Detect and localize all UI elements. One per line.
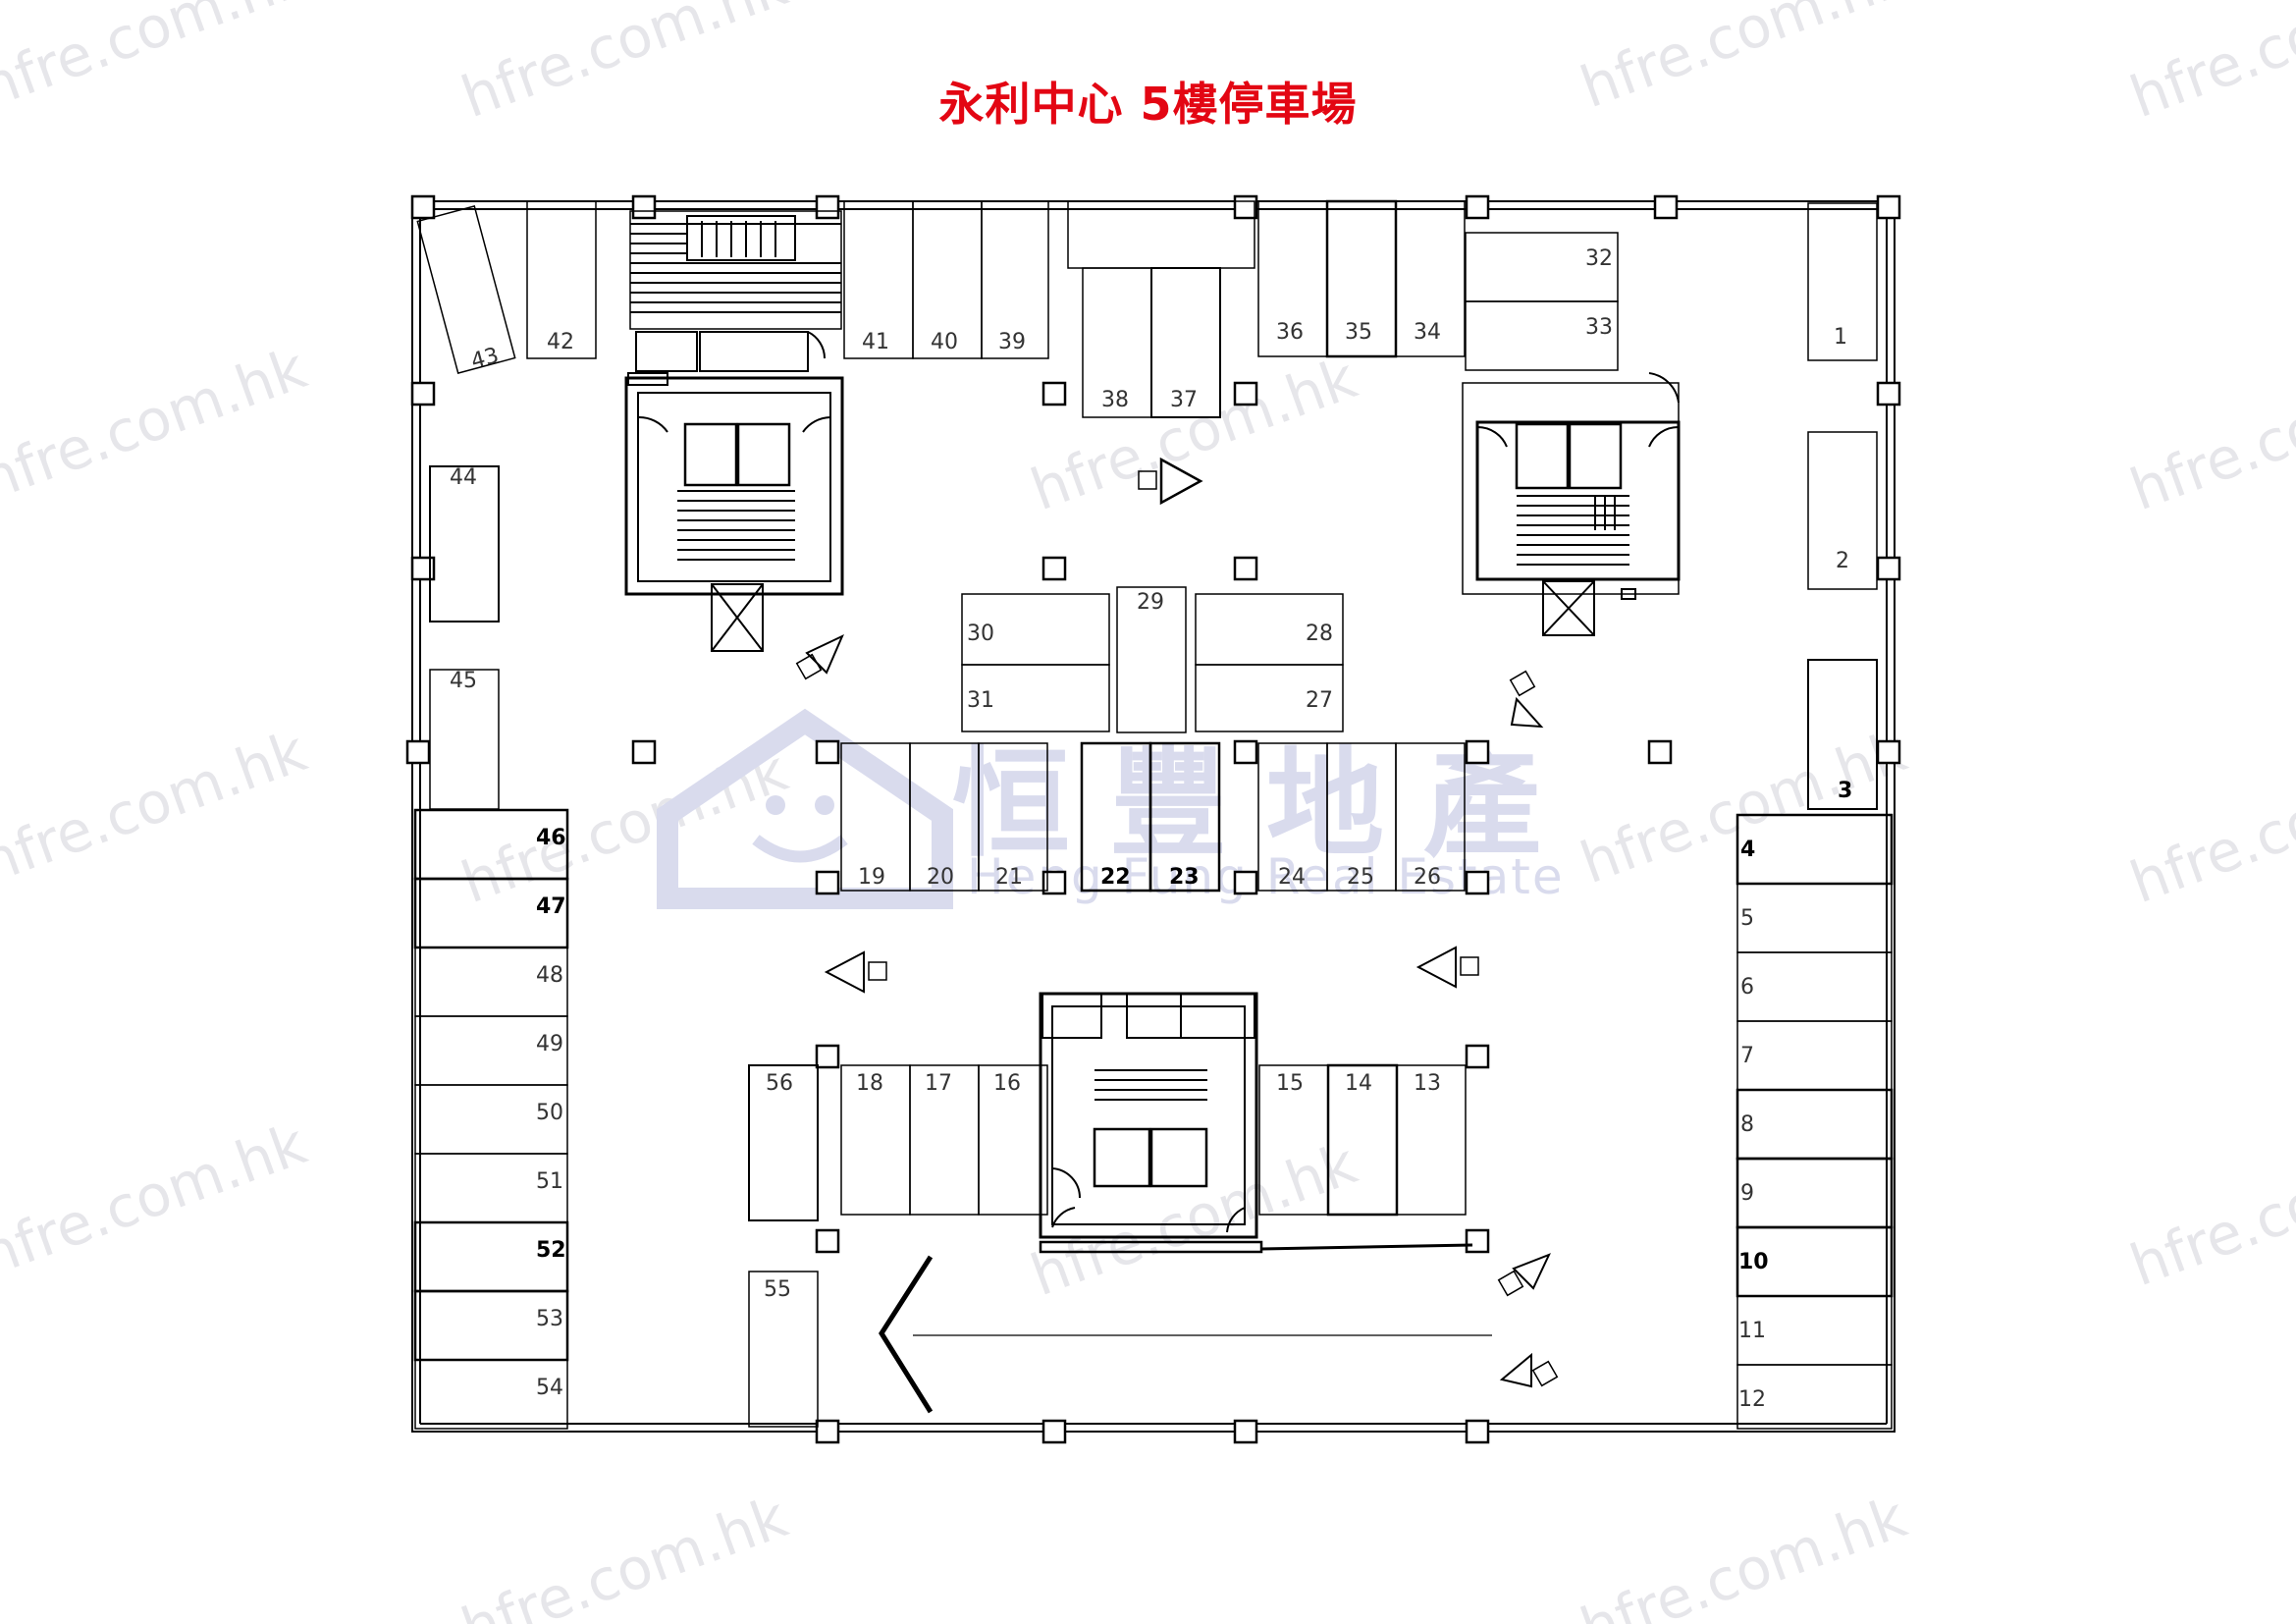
space-label: 31 — [967, 688, 994, 713]
space-label: 10 — [1738, 1250, 1769, 1274]
space-label: 38 — [1101, 388, 1129, 412]
watermark-text: hfre.com.hk — [1573, 1484, 1915, 1624]
space-label: 48 — [536, 963, 563, 988]
watermark-text: hfre.com.hk — [0, 335, 315, 514]
space-label: 27 — [1306, 688, 1333, 713]
space-label: 15 — [1276, 1071, 1304, 1096]
watermark-text: hfre.com.hk — [454, 0, 796, 131]
space-label: 33 — [1585, 315, 1613, 340]
arrow-up-right-icon — [1512, 1253, 1551, 1290]
left-lift-core — [624, 372, 844, 652]
space-label: 30 — [967, 622, 994, 646]
space-label: 1 — [1834, 325, 1847, 350]
space-label: 26 — [1414, 865, 1441, 890]
arrow-down-left-icon — [1499, 1352, 1532, 1388]
exit-arrow-icon — [879, 1255, 934, 1414]
house-logo-icon — [657, 708, 953, 909]
space-label: 23 — [1169, 865, 1200, 890]
space-label: 44 — [450, 465, 477, 490]
space-label: 46 — [536, 826, 566, 850]
space-label: 25 — [1347, 865, 1374, 890]
watermark-text: hfre.com.hk — [0, 718, 315, 897]
space-label: 53 — [536, 1307, 563, 1331]
watermark-text: hfre.com.hk — [1023, 1130, 1365, 1310]
watermark-text: hfre.com.hk — [2122, 345, 2296, 524]
space-label: 32 — [1585, 246, 1613, 271]
space-label: 50 — [536, 1101, 563, 1125]
space-label: 49 — [536, 1032, 563, 1056]
space-label: 13 — [1414, 1071, 1441, 1096]
arrow-left-icon — [1415, 946, 1457, 989]
watermark-text: hfre.com.hk — [2122, 1120, 2296, 1300]
space-label: 4 — [1740, 838, 1755, 862]
page-title: 永利中心 5樓停車場 — [938, 78, 1358, 131]
arrow-right-icon — [1159, 457, 1203, 506]
right-lift-core — [1462, 372, 1681, 636]
watermark-text: hfre.com.hk — [1573, 0, 1915, 121]
space-label: 5 — [1740, 906, 1754, 931]
traffic-arrows — [795, 457, 1559, 1414]
space-label: 43 — [468, 344, 502, 374]
structural-columns — [405, 194, 1901, 1444]
space-label: 54 — [536, 1376, 563, 1400]
parking-bays — [413, 199, 1894, 1430]
watermark-text: hfre.com.hk — [2122, 737, 2296, 917]
space-label: 16 — [993, 1071, 1021, 1096]
space-label: 9 — [1740, 1181, 1754, 1206]
watermark-text: hfre.com.hk — [1023, 345, 1365, 524]
space-label: 28 — [1306, 622, 1333, 646]
space-label: 42 — [547, 330, 574, 354]
space-label: 35 — [1345, 320, 1372, 345]
space-label: 22 — [1100, 865, 1131, 890]
top-left-stair-core — [629, 210, 842, 372]
space-label: 37 — [1170, 388, 1198, 412]
watermark-text: hfre.com.hk — [1573, 718, 1915, 897]
space-label: 2 — [1836, 549, 1849, 573]
space-label: 18 — [856, 1071, 883, 1096]
space-label: 55 — [764, 1277, 791, 1302]
space-label: 47 — [536, 894, 566, 919]
space-label: 39 — [998, 330, 1026, 354]
space-label: 14 — [1345, 1071, 1372, 1096]
watermark-text: hfre.com.hk — [2122, 0, 2296, 131]
space-label: 6 — [1740, 975, 1754, 1000]
space-label: 36 — [1276, 320, 1304, 345]
space-label: 52 — [536, 1238, 566, 1263]
top-center-room — [1067, 200, 1255, 269]
space-label: 17 — [925, 1071, 952, 1096]
space-label: 29 — [1137, 590, 1164, 615]
space-label: 8 — [1740, 1112, 1754, 1137]
watermark-text: hfre.com.hk — [0, 0, 315, 121]
watermark-text: hfre.com.hk — [454, 1484, 796, 1624]
space-label: 56 — [766, 1071, 793, 1096]
space-label: 19 — [858, 865, 885, 890]
space-label: 51 — [536, 1169, 563, 1194]
center-lift-core — [1039, 992, 1473, 1254]
space-label: 45 — [450, 669, 477, 693]
space-label: 34 — [1414, 320, 1441, 345]
space-label: 11 — [1738, 1319, 1766, 1343]
space-label: 3 — [1838, 779, 1852, 803]
space-label: 20 — [927, 865, 954, 890]
parking-space-labels: 1 2 3 4 5 6 7 8 9 10 11 12 13 14 15 16 1… — [450, 246, 1852, 1412]
arrow-left-icon — [824, 950, 865, 994]
space-label: 41 — [862, 330, 889, 354]
space-label: 24 — [1278, 865, 1306, 890]
space-label: 40 — [931, 330, 958, 354]
space-label: 7 — [1740, 1044, 1754, 1068]
arrow-down-right-icon — [1510, 696, 1544, 729]
watermark-text: hfre.com.hk — [0, 1110, 315, 1290]
space-label: 21 — [995, 865, 1023, 890]
space-label: 12 — [1738, 1387, 1766, 1412]
